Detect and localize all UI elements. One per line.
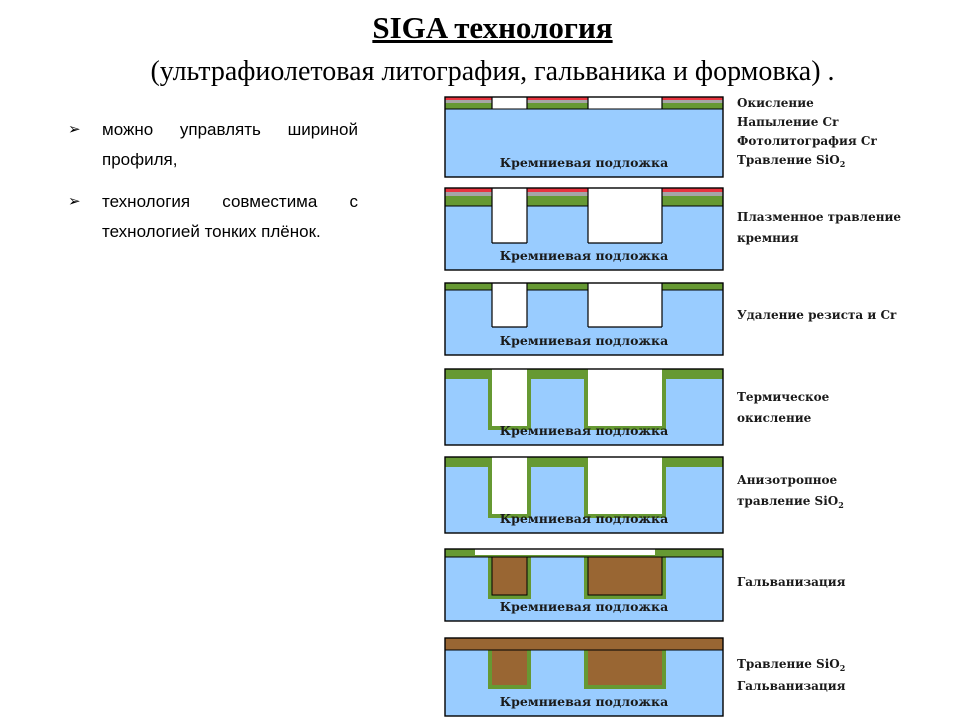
- step-label: Напыление Cr: [737, 115, 839, 129]
- oxide-layer: [445, 457, 496, 467]
- oxide-layer: [523, 457, 592, 467]
- wafer-outline: [444, 368, 724, 446]
- subscript: 2: [840, 663, 846, 673]
- step-label: Травление SiO2: [737, 153, 845, 169]
- etched-trench: [588, 188, 662, 243]
- resist-layer: [445, 188, 723, 192]
- substrate-label: Кремниевая подложка: [500, 423, 668, 438]
- step-label: Анизотропное: [737, 473, 838, 487]
- chromium-layer: [445, 192, 723, 196]
- etched-trench: [492, 283, 527, 327]
- step-label: окисление: [737, 411, 812, 425]
- wafer-outline: [444, 187, 724, 271]
- trench-cavity: [588, 457, 662, 514]
- oxide-layer: [445, 196, 723, 206]
- plating-window: [475, 547, 655, 555]
- bullet-item: ➢ можно управлять шириной профиля,: [68, 115, 358, 175]
- substrate-label: Кремниевая подложка: [500, 511, 668, 526]
- subscript: 2: [840, 159, 846, 169]
- step-label: Фотолитография Cr: [737, 134, 877, 148]
- oxide-layer: [445, 369, 496, 379]
- wafer-outline: [444, 282, 724, 356]
- substrate-label: Кремниевая подложка: [500, 333, 668, 348]
- trench-cavity: [492, 457, 527, 514]
- trench-cavity: [492, 369, 527, 426]
- wafer-outline: [444, 637, 724, 717]
- substrate-label: Кремниевая подложка: [500, 694, 668, 709]
- metal-layer: [445, 638, 723, 650]
- plated-metal: [492, 650, 527, 685]
- step-label: Плазменное травление: [737, 210, 901, 224]
- wafer-outline: [444, 548, 724, 622]
- chromium-layer: [445, 100, 723, 103]
- subscript: 2: [838, 500, 844, 510]
- resist-layer: [445, 97, 723, 100]
- step-label: Гальванизация: [737, 679, 846, 693]
- oxide-layer: [658, 369, 723, 379]
- substrate-label: Кремниевая подложка: [500, 599, 668, 614]
- arrow-bullet-icon: ➢: [68, 193, 81, 210]
- substrate-label: Кремниевая подложка: [500, 155, 668, 170]
- bullet-text: можно управлять шириной профиля,: [102, 120, 358, 169]
- arrow-bullet-icon: ➢: [68, 121, 81, 138]
- oxide-layer: [445, 103, 723, 109]
- silicon-substrate: [445, 283, 723, 355]
- step-label: травление SiO2: [737, 494, 844, 510]
- mask-opening: [588, 97, 662, 109]
- bullet-item: ➢ технология совместима с технологией то…: [68, 187, 358, 247]
- etched-trench: [588, 283, 662, 327]
- step-label: Гальванизация: [737, 575, 846, 589]
- step-label: Окисление: [737, 96, 814, 110]
- substrate-label: Кремниевая подложка: [500, 248, 668, 263]
- mask-opening: [492, 97, 527, 109]
- step-label: кремния: [737, 231, 799, 245]
- oxide-layer: [445, 283, 723, 290]
- bullet-text: технология совместима с технологией тонк…: [102, 192, 358, 241]
- trench-cavity: [588, 369, 662, 426]
- plated-metal: [492, 557, 527, 595]
- silicon-substrate: [445, 97, 723, 177]
- oxide-layer: [658, 457, 723, 467]
- slide-title: SIGA технология: [372, 10, 613, 45]
- step-label: Удаление резиста и Cr: [737, 308, 897, 322]
- slide-subtitle: (ультрафиолетовая литография, гальваника…: [150, 56, 835, 87]
- step-label: Травление SiO2: [737, 657, 845, 673]
- step-label: Термическое: [737, 390, 830, 404]
- bullet-list: ➢ можно управлять шириной профиля, ➢ тех…: [68, 115, 358, 259]
- etched-trench: [492, 188, 527, 243]
- oxide-layer: [523, 369, 592, 379]
- wafer-outline: [444, 456, 724, 534]
- wafer-outline: [444, 96, 724, 178]
- plated-metal: [588, 650, 662, 685]
- plated-metal: [588, 557, 662, 595]
